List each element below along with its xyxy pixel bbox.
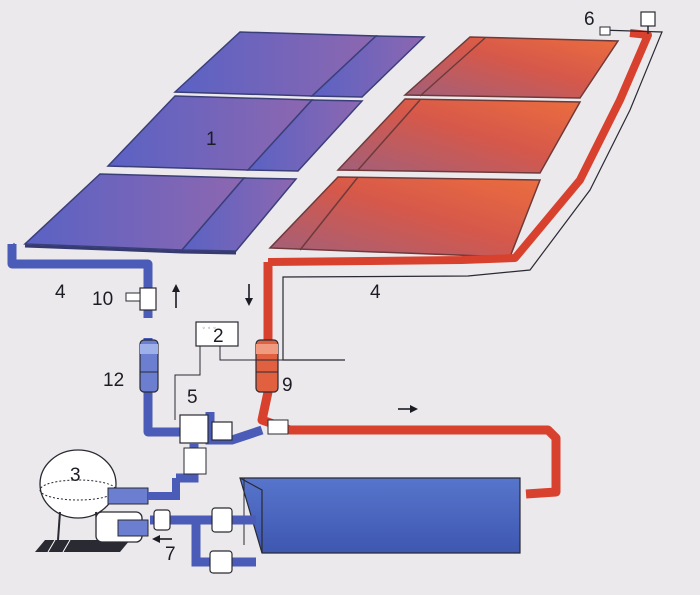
label-controller: 2 — [213, 326, 224, 347]
arrow-icon — [398, 405, 418, 413]
collector-field-left — [23, 31, 426, 255]
label-pipe-left: 4 — [55, 282, 66, 303]
cold-supply-pipe — [7, 244, 153, 318]
label-collectors: 1 — [206, 129, 217, 150]
label-check-valve: 9 — [282, 375, 293, 396]
label-air-vent: 6 — [584, 9, 595, 30]
label-feed-valve: 12 — [103, 370, 125, 391]
label-valve-block: 5 — [187, 387, 198, 408]
arrow-icon — [152, 535, 172, 543]
collector-divider — [357, 99, 421, 171]
valve-block — [176, 412, 289, 483]
controller-box: ◦ ◦ ◦ — [174, 321, 300, 420]
arrow-icon — [172, 284, 180, 308]
pool-suction-pipe — [191, 520, 256, 567]
drain-valve — [125, 287, 157, 311]
pool — [239, 477, 521, 554]
svg-text:◦ ◦ ◦: ◦ ◦ ◦ — [202, 325, 216, 332]
hot-return-pipe — [257, 262, 561, 499]
hot-riser-pipe — [267, 29, 652, 266]
collector-divider — [419, 37, 486, 97]
collector-panel — [336, 98, 582, 174]
arrow-icon — [245, 284, 253, 306]
filter-unit — [35, 449, 180, 553]
label-drain-valve: 10 — [92, 289, 114, 310]
check-valve — [255, 339, 279, 393]
collector-panel — [310, 35, 426, 98]
collector-panel — [403, 36, 620, 99]
collector-panel — [268, 176, 542, 258]
collector-field-right — [268, 36, 620, 258]
label-pipe-right: 4 — [370, 282, 381, 303]
feed-valve — [139, 339, 159, 393]
pool-fittings — [153, 507, 233, 574]
collector-panel — [246, 99, 364, 172]
label-pump: 7 — [165, 544, 176, 565]
label-filter: 3 — [70, 465, 81, 486]
collector-divider — [299, 176, 359, 251]
vent-icon — [599, 11, 656, 36]
frame-outline — [282, 29, 663, 361]
collector-panel — [180, 177, 298, 252]
collector-header — [24, 244, 237, 255]
